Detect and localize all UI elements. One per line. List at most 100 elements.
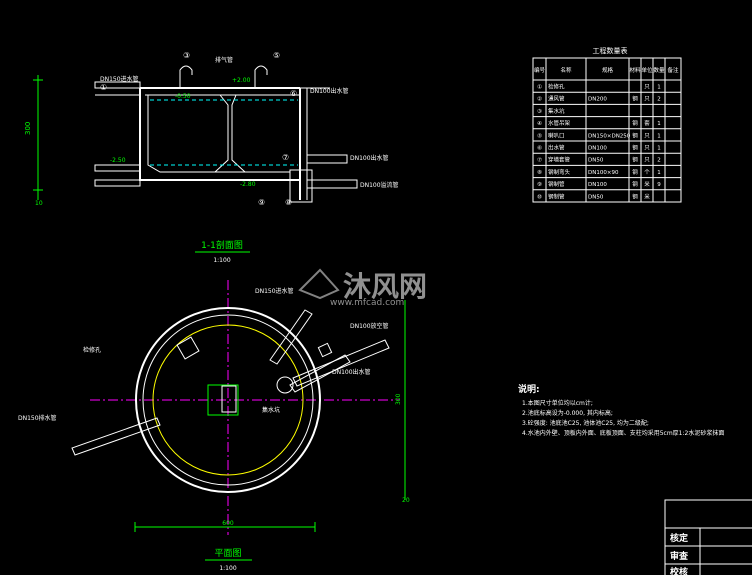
callout-1: ① <box>100 83 107 92</box>
table-cell: 1 <box>657 170 661 176</box>
table-cell: ④ <box>537 121 542 127</box>
note-2: 2.池底标高设为-0.000, 其内标高; <box>522 409 613 417</box>
note-3: 3.砼强度: 池底池C25, 池体池C25, 均为二级配; <box>522 419 649 427</box>
note-1: 1.本图尺寸单位均以cm计; <box>522 399 593 407</box>
plan-overflow-label: DN100放空管 <box>350 322 389 330</box>
table-header-cell: 数量 <box>653 66 665 74</box>
section-title: 1-1剖面图 <box>201 239 243 251</box>
table-cell: 钢 <box>632 168 638 176</box>
table-header-cell: 材料 <box>629 66 641 74</box>
table-title: 工程数量表 <box>593 46 628 55</box>
plan-drain-label: DN150排水管 <box>18 414 57 422</box>
plan-dim-300: 300 <box>395 393 402 405</box>
table-cell: 钢 <box>632 180 638 188</box>
callout-9: ⑨ <box>258 198 265 207</box>
table-cell: 钢 <box>632 95 638 103</box>
table-header-cell: 备注 <box>667 66 679 74</box>
table-cell: DN150×DN250 <box>588 133 631 139</box>
plan-inlet-label: DN150进水管 <box>255 287 294 295</box>
plan-scale: 1:100 <box>219 565 236 572</box>
callout-7: ⑦ <box>282 153 289 162</box>
table-cell: 喇叭口 <box>548 131 565 139</box>
plan-sump-label: 集水坑 <box>262 406 280 414</box>
table-cell: 1 <box>657 133 661 139</box>
table-cell: 钢制管 <box>548 180 565 188</box>
table-cell: 只 <box>644 84 650 91</box>
section-dim-10: 10 <box>35 200 43 207</box>
titleblock-row-2: 审查 <box>670 550 689 562</box>
table-cell: 2 <box>657 97 661 103</box>
watermark-url: www.mfcad.com <box>330 298 404 308</box>
table-cell: 钢 <box>632 192 638 200</box>
plan-view: 300 20 600 DN150进水管 DN100放空管 DN100出水管 检修… <box>18 280 410 572</box>
table-cell: ⑧ <box>537 170 542 176</box>
brand-logo-icon <box>298 268 340 300</box>
table-cell: 钢 <box>632 144 638 152</box>
table-cell: ⑥ <box>537 146 542 152</box>
table-header-cell: 规格 <box>602 66 614 74</box>
section-drain-label: DN100溢流管 <box>360 181 399 189</box>
table-cell: 钢制管 <box>548 192 565 200</box>
callout-8: ⑧ <box>285 198 292 207</box>
table-cell: 1 <box>657 146 661 152</box>
table-cell: 钢制弯头 <box>548 168 571 176</box>
table-cell: 米 <box>644 180 650 188</box>
table-header-cell: 编号 <box>534 66 546 74</box>
table-cell: 钢 <box>632 131 638 139</box>
table-cell: ⑨ <box>537 181 542 188</box>
section-elev-2: -0.50 <box>175 93 191 100</box>
section-dim-300: 300 <box>24 122 32 135</box>
section-elev-4: -2.80 <box>240 181 256 188</box>
note-4: 4.水池内外壁、顶板内外面、底板顶面、支柱均采用5cm厚1:2水泥砂浆抹面 <box>522 429 724 437</box>
section-scale: 1:100 <box>213 257 230 264</box>
plan-outlet-label: DN100出水管 <box>332 368 371 376</box>
title-block <box>664 499 752 575</box>
callout-5: ⑤ <box>273 51 280 60</box>
table-cell: 钢 <box>632 119 638 127</box>
table-cell: 1 <box>657 85 661 91</box>
notes: 说明: 1.本图尺寸单位均以cm计; 2.池底标高设为-0.000, 其内标高;… <box>518 383 724 437</box>
table-cell: DN100×90 <box>588 170 619 176</box>
table-cell: 检修孔 <box>548 83 565 91</box>
titleblock-row-1: 核定 <box>670 532 689 544</box>
table-cell: 水管吊架 <box>548 119 571 127</box>
section-overflow-label: DN100出水管 <box>350 154 389 162</box>
table-cell: 只 <box>644 96 650 103</box>
titleblock-row-3: 校核 <box>670 566 688 575</box>
watermark: 沐风网 www.mfcad.com <box>298 268 427 308</box>
plan-dim-600: 600 <box>222 520 234 527</box>
table-cell: 9 <box>657 182 661 188</box>
table-header-cell: 名称 <box>560 66 572 74</box>
table-cell: DN200 <box>588 97 607 103</box>
table-cell: DN100 <box>588 182 607 188</box>
table-cell: 1 <box>657 121 661 127</box>
callout-3: ③ <box>183 51 190 60</box>
table-cell: 只 <box>644 132 650 139</box>
table-cell: ⑦ <box>537 157 542 164</box>
table-cell: 集水坑 <box>548 107 565 115</box>
table-cell: ⑤ <box>537 133 542 139</box>
section-view: 300 10 ① ③ ⑤ ⑥ ⑦ ⑧ ⑨ <box>24 51 399 264</box>
plan-dim-20: 20 <box>402 497 410 504</box>
table-cell: 个 <box>644 169 650 176</box>
table-cell: 钢 <box>632 156 638 164</box>
table-cell: ⑩ <box>537 193 542 200</box>
section-outlet-label: DN100出水管 <box>310 87 349 95</box>
table-cell: DN50 <box>588 158 604 164</box>
watermark-brand: 沐风网 <box>343 270 427 303</box>
table-cell: 只 <box>644 145 650 152</box>
table-cell: DN100 <box>588 146 607 152</box>
table-cell: 出水管 <box>548 144 565 152</box>
table-cell: 米 <box>644 192 650 200</box>
table-cell: ③ <box>537 109 542 115</box>
table-cell: 只 <box>644 157 650 164</box>
table-cell: ② <box>537 96 542 103</box>
plan-manhole-label: 检修孔 <box>83 346 101 354</box>
callout-6: ⑥ <box>290 89 297 98</box>
section-inlet-label: DN150进水管 <box>100 75 139 83</box>
table-cell: 套 <box>644 119 650 127</box>
table-cell: 穿墙套管 <box>548 156 571 164</box>
section-vent-label: 排气管 <box>215 56 233 64</box>
